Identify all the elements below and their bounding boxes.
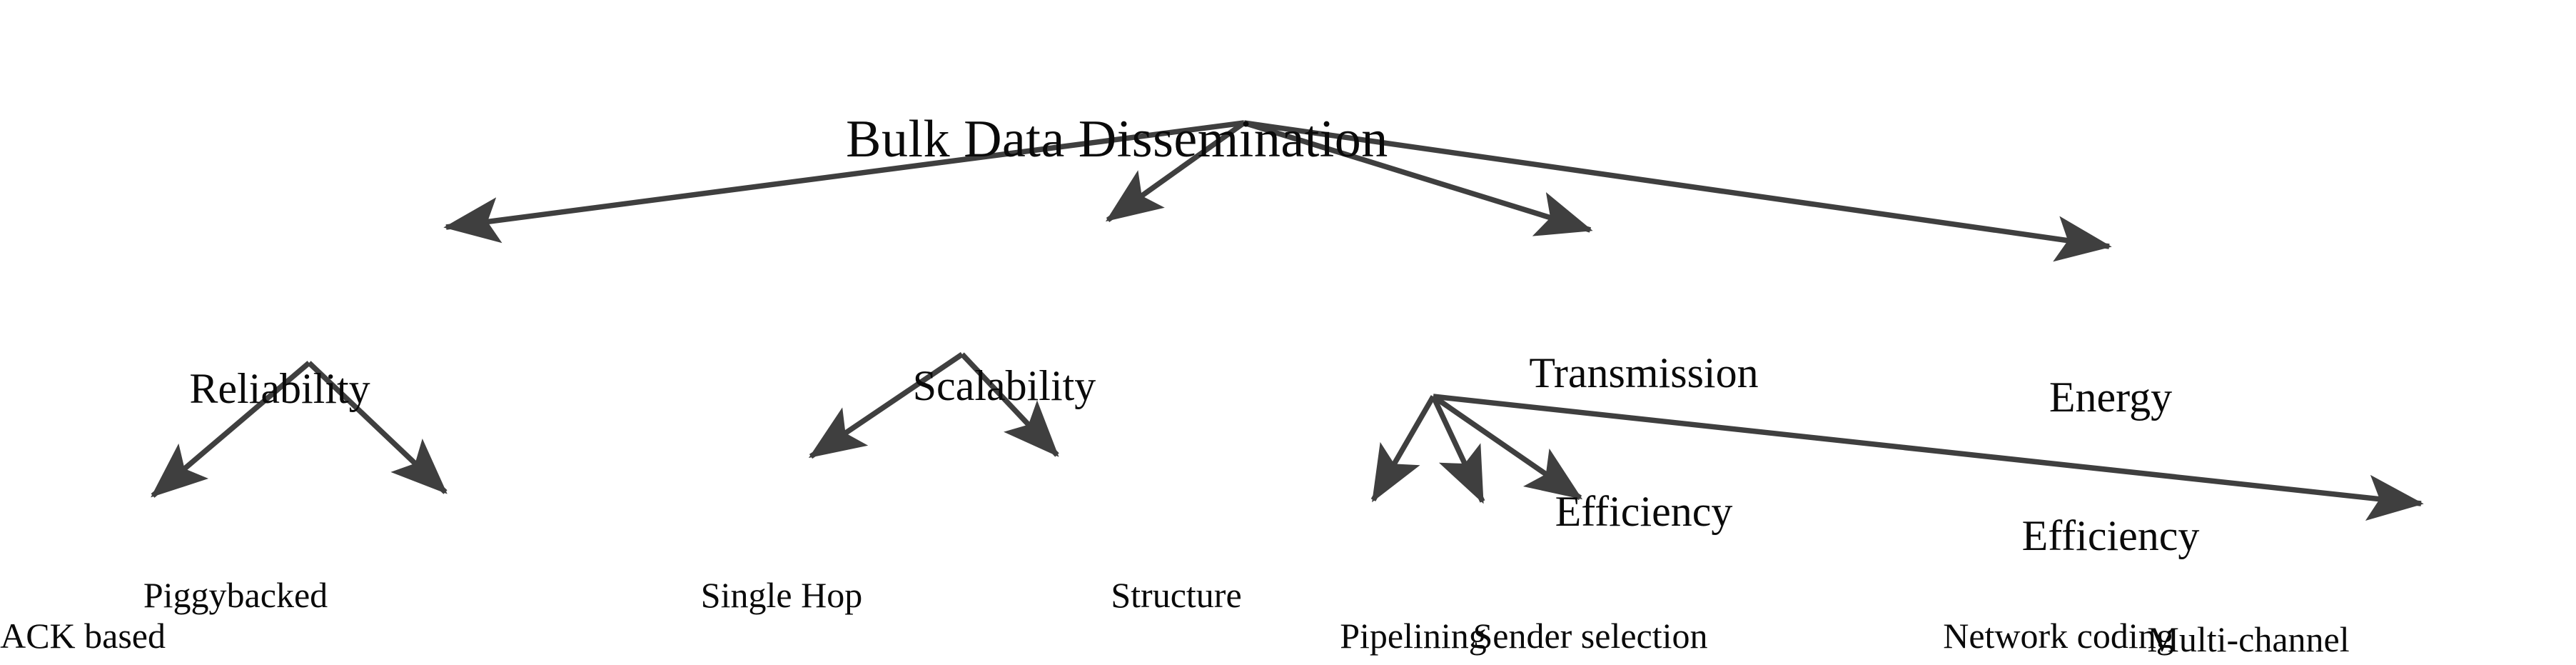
edge-transmission-efficiency-to-sender-selection <box>1430 395 1485 504</box>
node-transmission-efficiency: Transmission Efficiency <box>1529 257 1758 627</box>
node-scalability-line-1: Scalability <box>912 361 1096 409</box>
node-pipelining-line-1: Pipelining <box>1340 616 1487 656</box>
node-reliability: Reliability <box>189 273 370 504</box>
edge-scalability-to-structure-vs-structureless <box>960 352 1059 457</box>
node-piggybacked-ack-based: Piggybacked ACK based <box>143 499 328 665</box>
edge-root-to-transmission-efficiency <box>1243 120 1593 236</box>
node-structure-vs-structureless-line-1: Structure <box>1111 575 1242 615</box>
edge-root-to-scalability <box>1105 120 1246 223</box>
edge-transmission-efficiency-to-network-coding <box>1431 394 1583 501</box>
node-root-label: Bulk Data Dissemination <box>846 109 1388 169</box>
node-structure-vs-structureless: Structure vs Structureless <box>1084 499 1268 665</box>
node-energy-efficiency-line-2: Efficiency <box>2021 511 2200 559</box>
edge-reliability-to-nack-based <box>151 361 311 498</box>
node-single-hop-vs-multi-hop-line-1: Single Hop <box>700 575 863 615</box>
node-transmission-efficiency-line-2: Efficiency <box>1555 487 1733 535</box>
node-sender-selection: Sender selection <box>1473 539 1707 665</box>
node-energy-efficiency-line-1: Energy <box>2049 373 2173 421</box>
node-nack-based-line-1: NACK based <box>0 616 166 656</box>
edge-scalability-to-single-hop-vs-multi-hop <box>808 351 964 459</box>
node-sender-selection-line-1: Sender selection <box>1473 616 1708 656</box>
node-network-coding: Network coding <box>1943 539 2174 665</box>
edge-transmission-efficiency-to-multi-channel <box>1433 394 2424 521</box>
edge-root-to-energy-efficiency <box>1243 120 2112 262</box>
node-pipelining: Pipelining <box>1340 539 1487 665</box>
node-scalability: Scalability <box>913 270 1096 501</box>
edge-reliability-to-piggybacked-ack-based <box>307 361 448 494</box>
node-multi-channel-line-1: Multi-channel <box>2147 619 2350 659</box>
node-piggybacked-ack-based-line-1: Piggybacked <box>143 575 328 615</box>
node-transmission-efficiency-line-1: Transmission <box>1529 349 1759 396</box>
node-nack-based: NACK based <box>0 539 166 665</box>
edge-root-to-reliability <box>443 120 1245 244</box>
edge-transmission-efficiency-to-pipelining <box>1370 395 1436 503</box>
node-reliability-line-1: Reliability <box>189 364 370 412</box>
node-single-hop-vs-multi-hop: Single Hop vs Multi Hop <box>701 499 862 665</box>
node-network-coding-line-1: Network coding <box>1943 616 2174 656</box>
node-energy-efficiency: Energy Efficiency <box>2022 281 2200 651</box>
node-root: Bulk Data Dissemination <box>846 0 1388 283</box>
node-multi-channel: Multi-channel <box>2147 543 2349 665</box>
